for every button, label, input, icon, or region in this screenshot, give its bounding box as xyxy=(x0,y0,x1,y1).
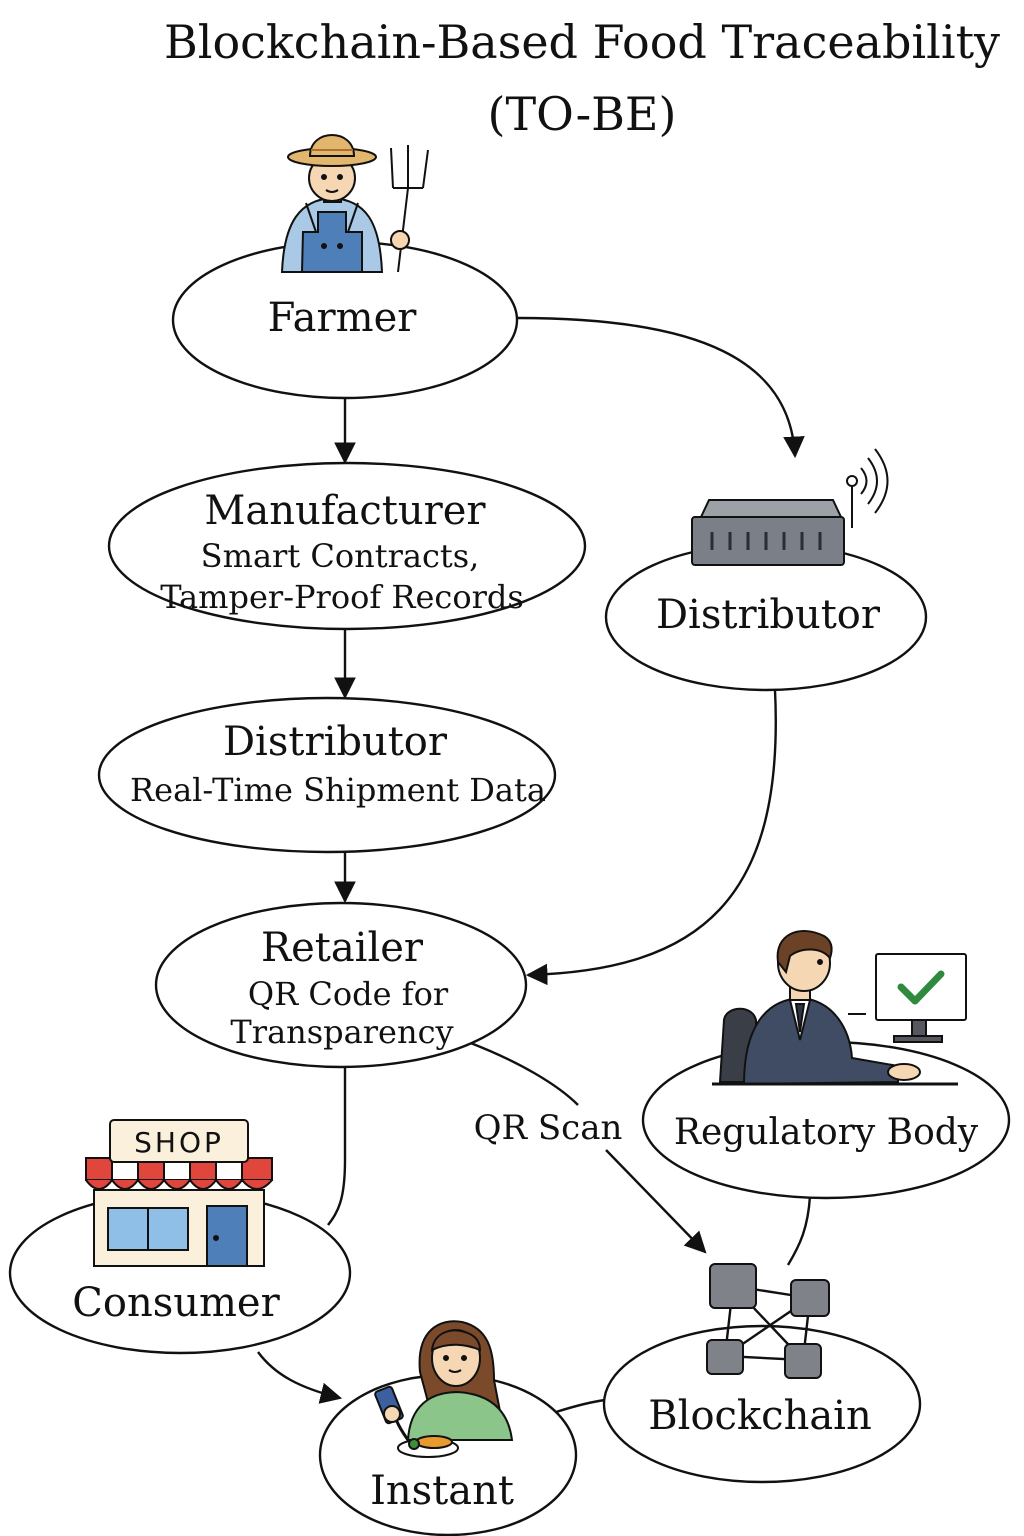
edge-regulatory-blockchain xyxy=(786,1195,812,1266)
distributor-main-label: Distributor xyxy=(223,719,448,765)
retailer-ellipse xyxy=(154,901,528,1069)
distributor-right-label: Distributor xyxy=(656,592,881,638)
qr-scan-label: QR Scan xyxy=(474,1108,623,1148)
retailer-label: Retailer xyxy=(261,925,424,971)
shop-storefront-icon xyxy=(85,1119,273,1267)
manufacturer-sub2: Tamper-Proof Records xyxy=(160,578,524,616)
diagram-title-line2: (TO-BE) xyxy=(488,87,677,141)
instant-label: Instant xyxy=(370,1468,514,1514)
retailer-node: Retailer QR Code for Transparency xyxy=(154,901,528,1069)
retailer-sub2: Transparency xyxy=(230,1013,453,1051)
regulatory-label: Regulatory Body xyxy=(674,1112,979,1153)
distributor-main-node: Distributor Real-Time Shipment Data xyxy=(97,696,557,854)
edge-instant-blockchain xyxy=(555,1398,606,1414)
manufacturer-ellipse xyxy=(107,461,587,631)
edge-retailer-qrscan xyxy=(467,1040,579,1106)
diagram-title-line1: Blockchain-Based Food Traceability xyxy=(164,15,1000,69)
retailer-sub1: QR Code for xyxy=(248,975,449,1013)
distributor-right-node: Distributor xyxy=(604,542,928,692)
farmer-label: Farmer xyxy=(268,295,418,341)
consumer-label: Consumer xyxy=(72,1280,280,1326)
manufacturer-label: Manufacturer xyxy=(204,488,486,534)
edge-consumer-instant xyxy=(257,1351,343,1404)
edge-distributor-right-retailer xyxy=(525,689,777,986)
connectors xyxy=(257,316,812,1414)
network-blocks-icon xyxy=(706,1263,830,1379)
shop-sign-text: SHOP xyxy=(134,1126,224,1159)
edge-qrscan-blockchain xyxy=(605,1149,707,1254)
farmer-icon xyxy=(280,134,429,273)
distributor-main-ellipse xyxy=(97,696,557,854)
router-device-icon xyxy=(691,448,889,566)
manufacturer-node: Manufacturer Smart Contracts, Tamper-Pro… xyxy=(107,461,587,631)
blockchain-ellipse xyxy=(602,1324,922,1484)
woman-with-phone-icon xyxy=(374,1320,514,1458)
blockchain-node xyxy=(602,1324,922,1484)
distributor-main-sub1: Real-Time Shipment Data xyxy=(130,771,546,809)
edge-farmer-distributor-right xyxy=(517,316,805,459)
blockchain-label: Blockchain xyxy=(648,1393,871,1439)
officer-at-computer-icon xyxy=(712,930,967,1086)
edge-retailer-consumer xyxy=(327,1062,347,1226)
manufacturer-sub1: Smart Contracts, xyxy=(201,537,480,575)
